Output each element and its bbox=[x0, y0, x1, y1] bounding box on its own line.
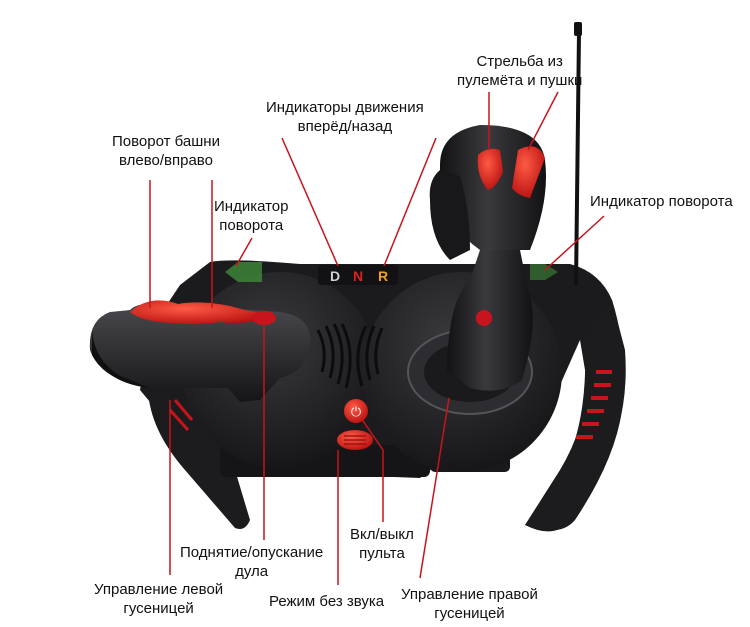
label-power-line1: Вкл/выкл bbox=[350, 526, 414, 543]
label-move-indicators: Индикаторы движения вперёд/назад bbox=[266, 98, 424, 136]
power-button[interactable]: ⏻ bbox=[344, 399, 368, 423]
power-icon: ⏻ bbox=[351, 405, 361, 420]
direction-display: D N R bbox=[318, 265, 398, 285]
leader-turn-left bbox=[235, 237, 253, 267]
left-grille bbox=[168, 399, 194, 432]
label-left-track: Управление левой гусеницей bbox=[94, 580, 223, 618]
display-letter-r: R bbox=[378, 268, 388, 284]
right-joystick bbox=[429, 125, 546, 391]
turret-rocker bbox=[130, 300, 270, 324]
leader-fire-2 bbox=[527, 91, 559, 151]
label-left-track-line1: Управление левой bbox=[94, 581, 224, 598]
antenna bbox=[574, 22, 582, 286]
fire-button-right bbox=[512, 146, 545, 198]
turn-indicator-left bbox=[225, 262, 262, 282]
label-mute-line1: Режим без звука bbox=[269, 593, 385, 610]
left-speaker-grille bbox=[316, 323, 352, 389]
label-mute: Режим без звука bbox=[269, 592, 384, 611]
label-turret-line1: Поворот башни bbox=[112, 133, 220, 150]
turn-indicator-right bbox=[530, 264, 558, 280]
leader-move-1 bbox=[281, 137, 339, 267]
label-barrel: Поднятие/опускание дула bbox=[180, 543, 323, 581]
leader-lines bbox=[149, 91, 605, 585]
label-power: Вкл/выкл пульта bbox=[350, 525, 414, 563]
barrel-button bbox=[252, 311, 276, 325]
label-left-track-line2: гусеницей bbox=[123, 600, 194, 617]
label-right-track-line1: Управление правой bbox=[401, 586, 538, 603]
label-turn-left-line1: Индикатор bbox=[214, 198, 289, 215]
leader-right-track bbox=[419, 397, 450, 579]
display-letter-d: D bbox=[330, 268, 340, 284]
label-move-line1: Индикаторы движения bbox=[266, 99, 424, 116]
label-right-track: Управление правой гусеницей bbox=[401, 585, 538, 623]
leader-power bbox=[360, 417, 384, 451]
label-turn-right-line1: Индикатор поворота bbox=[590, 193, 733, 210]
label-turn-right: Индикатор поворота bbox=[590, 192, 733, 211]
label-turn-left: Индикатор поворота bbox=[214, 197, 289, 235]
label-turn-left-line2: поворота bbox=[219, 217, 284, 234]
leader-move-2 bbox=[383, 137, 437, 267]
label-barrel-line1: Поднятие/опускание bbox=[180, 544, 324, 561]
leader-turn-right bbox=[544, 215, 605, 271]
label-power-line2: пульта bbox=[359, 545, 405, 562]
fire-button-left bbox=[477, 148, 503, 190]
label-fire-line2: пулемёта и пушки bbox=[457, 72, 583, 89]
label-turret-line2: влево/вправо bbox=[119, 152, 213, 169]
label-turret: Поворот башни влево/вправо bbox=[112, 132, 220, 170]
label-right-track-line2: гусеницей bbox=[434, 605, 505, 622]
right-speaker-grille bbox=[356, 325, 384, 387]
label-move-line2: вперёд/назад bbox=[297, 118, 393, 135]
label-fire: Стрельба из пулемёта и пушки bbox=[457, 52, 582, 90]
label-fire-line1: Стрельба из bbox=[476, 53, 563, 70]
label-barrel-line2: дула bbox=[235, 563, 269, 580]
display-letter-n: N bbox=[353, 268, 363, 284]
left-handle bbox=[89, 300, 310, 402]
right-grille bbox=[576, 370, 612, 439]
mute-switch[interactable] bbox=[337, 430, 373, 450]
